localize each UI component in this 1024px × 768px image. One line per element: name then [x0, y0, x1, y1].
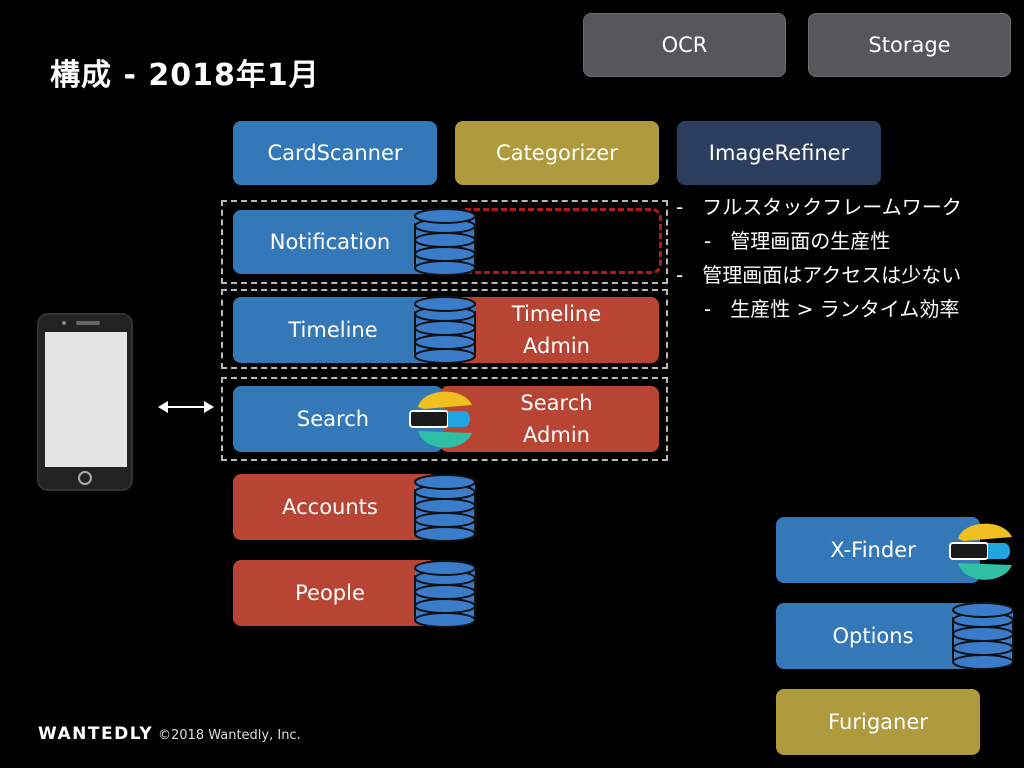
timeline-service: Timeline: [233, 297, 443, 363]
note-item: - 生産性 > ランタイム効率: [704, 297, 960, 321]
categorizer-service: Categorizer: [455, 121, 659, 185]
storage-service: Storage: [808, 13, 1011, 77]
notification-service: Notification: [233, 210, 437, 274]
xfinder-service: X-Finder: [776, 517, 980, 583]
timeline-admin-line1: Timeline: [511, 302, 602, 326]
note-item: - 管理画面はアクセスは少ない: [676, 263, 962, 287]
accounts-service: Accounts: [233, 474, 437, 540]
people-service: People: [233, 560, 437, 626]
elasticsearch-icon: [949, 523, 1012, 580]
page-title: 構成 - 2018年1月: [50, 58, 320, 93]
database-icon: [952, 602, 1014, 670]
search-service: Search: [233, 386, 443, 452]
furiganer-service: Furiganer: [776, 689, 980, 755]
copyright-text: ©2018 Wantedly, Inc.: [158, 728, 301, 743]
search-admin-service: Search Admin: [440, 386, 659, 452]
smartphone-icon: [37, 313, 133, 491]
timeline-admin-service: Timeline Admin: [440, 297, 659, 363]
database-icon: [414, 296, 476, 364]
search-admin-line2: Admin: [523, 423, 590, 447]
ocr-service: OCR: [583, 13, 786, 77]
search-admin-line1: Search: [520, 391, 593, 415]
wantedly-logo: WANTEDLY: [38, 724, 154, 744]
timeline-admin-line2: Admin: [523, 334, 590, 358]
elasticsearch-icon: [409, 391, 472, 448]
timeline-group: [221, 289, 668, 369]
notification-admin-placeholder: [455, 208, 662, 274]
cardscanner-service: CardScanner: [233, 121, 437, 185]
notification-group: [221, 200, 668, 284]
database-icon: [414, 208, 476, 276]
note-item: - フルスタックフレームワーク: [676, 195, 962, 219]
options-service: Options: [776, 603, 980, 669]
database-icon: [414, 560, 476, 628]
database-icon: [414, 474, 476, 542]
notes-list: - フルスタックフレームワーク - 管理画面の生産性 - 管理画面はアクセスは少…: [676, 190, 962, 326]
note-item: - 管理画面の生産性: [704, 229, 891, 253]
search-group: [221, 377, 668, 461]
double-arrow-icon: [158, 401, 214, 413]
imagerefiner-service: ImageRefiner: [677, 121, 881, 185]
